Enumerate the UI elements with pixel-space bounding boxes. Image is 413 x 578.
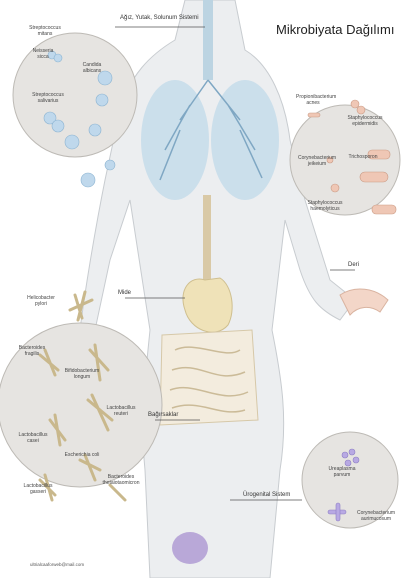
uro-microbe-label: Corynebacterium aurimucosum	[355, 510, 397, 522]
uro-microbe-label: Ureaplasma parvum	[322, 466, 362, 478]
gut-microbe-label: Lactobacillus reuteri	[102, 405, 140, 417]
oral-microbe-label: Streptococcus mitans	[25, 25, 65, 37]
oral-microbe-label: Neisseria sicca	[28, 48, 58, 60]
trachea	[203, 0, 213, 80]
skin-microbe-label: Trichosporon	[345, 154, 381, 160]
credit-text: ultrialcaaforweb@mail.com	[30, 562, 84, 567]
gut-microbe-label: Helicobacter pylori	[22, 295, 60, 307]
left-lung	[141, 80, 209, 200]
oral-microbe-label: Candida albicans	[78, 62, 106, 74]
label-urogenital: Ürogenital Sistem	[243, 492, 290, 498]
skin-microbe-label: Staphylococcus haemolyticus	[305, 200, 345, 212]
label-airways: Ağız, Yutak, Solunum Sistemi	[120, 15, 199, 21]
gut-microbe-label: Bifidobacterium longum	[62, 368, 102, 380]
skin-microbe-label: Staphylococcus epidermidis	[346, 115, 384, 127]
gut-microbe-label: Escherichia coli	[64, 452, 100, 458]
label-skin: Deri	[348, 262, 359, 268]
skin-microbe-label: Corynebacterium jeikeium	[298, 155, 336, 167]
oral-microbe-label: Streptococcus salivarius	[28, 92, 68, 104]
gut-microbe-label: Bacteroides thetaiotaomicron	[98, 474, 144, 486]
label-intestines: Bağırsaklar	[148, 412, 178, 418]
esophagus	[203, 195, 211, 280]
label-stomach: Mide	[118, 290, 131, 296]
bladder	[172, 532, 208, 564]
gut-microbe-label: Lactobacillus gasseri	[20, 483, 56, 495]
gut-microbe-label: Bacteroides fragilis	[14, 345, 50, 357]
page-title: Mikrobiyata Dağılımı	[276, 22, 394, 37]
skin-microbe-label: Propionibacterium acnes	[296, 94, 330, 106]
gut-microbe-label: Lactobacillus casei	[16, 432, 50, 444]
